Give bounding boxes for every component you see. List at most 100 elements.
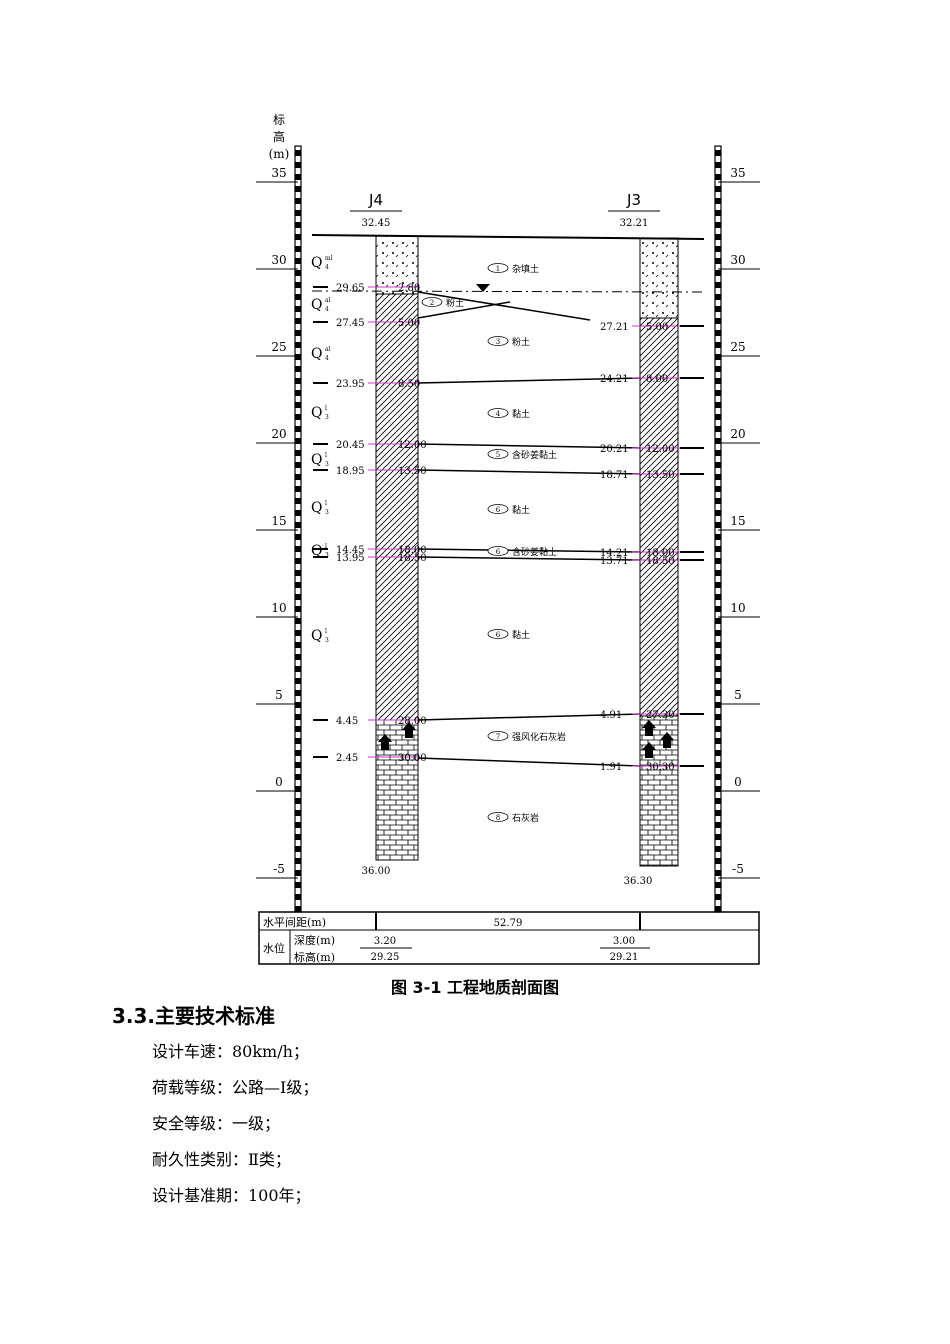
tick-label: 10 [271, 601, 286, 615]
tick-label: 35 [730, 166, 745, 180]
elevation-label: 20.21 [600, 444, 629, 455]
scale-bar-block [715, 750, 721, 756]
scale-bar-block [715, 486, 721, 492]
scale-bar-block [295, 594, 301, 600]
row-label-distance: 水平间距(m) [263, 916, 326, 929]
layer-number: 6 [496, 548, 501, 556]
scale-bar-block [295, 438, 301, 444]
elevation-label: 18.95 [336, 466, 365, 477]
scale-bar-block [715, 834, 721, 840]
standard-item: 设计基准期：100年； [152, 1186, 311, 1205]
depth-label: 13.50 [646, 470, 675, 481]
scale-bar-block [295, 534, 301, 540]
scale-bar-block [715, 642, 721, 648]
scale-bar-block [295, 774, 301, 780]
scale-bar-block [715, 606, 721, 612]
scale-bar-block [295, 498, 301, 504]
scale-bar-block [715, 498, 721, 504]
scale-bar-block [715, 870, 721, 876]
scale-bar-block [715, 774, 721, 780]
scale-bar-block [295, 330, 301, 336]
scale-bar-block [715, 858, 721, 864]
scale-bar-block [295, 462, 301, 468]
scale-bar-block [295, 282, 301, 288]
depth-label: 13.50 [398, 466, 427, 477]
layer-number: 5 [496, 451, 500, 459]
age-superscript: al [325, 297, 331, 304]
depth-label: 2.80 [398, 283, 420, 294]
scale-bar-block [295, 582, 301, 588]
scale-bar-block [715, 534, 721, 540]
scale-bar-block [295, 162, 301, 168]
tick-label: 20 [271, 427, 286, 441]
scale-bar-block [715, 522, 721, 528]
j3-water-depth: 3.00 [613, 936, 635, 947]
depth-label: 27.30 [646, 710, 675, 721]
scale-bar-block [715, 390, 721, 396]
layer-number: 6 [496, 631, 501, 639]
scale-bar-block [715, 666, 721, 672]
age-symbol: Q [311, 500, 322, 516]
scale-bar-block [295, 246, 301, 252]
scale-bar-block [715, 282, 721, 288]
depth-label: 30.30 [646, 762, 675, 773]
scale-bar-block [715, 270, 721, 276]
layer-number-circle [487, 449, 509, 459]
scale-bar-block [295, 270, 301, 276]
tick-label: -5 [732, 862, 744, 876]
layer-number-circle [421, 297, 443, 307]
elevation-label: 13.71 [600, 556, 629, 567]
left-elevation-scale [294, 145, 302, 913]
scale-bar-block [715, 306, 721, 312]
age-symbol: Q [311, 297, 322, 313]
scale-bar-block [715, 258, 721, 264]
age-superscript: l [325, 543, 327, 550]
scale-bar-block [715, 174, 721, 180]
elevation-label: 27.45 [336, 318, 365, 329]
scale-bar-block [715, 426, 721, 432]
axis-title-char: 高 [273, 129, 285, 144]
depth-label: 18.50 [398, 553, 427, 564]
elevation-label: 27.21 [600, 322, 629, 333]
tick-label: 30 [271, 253, 286, 267]
layer-number: 4 [496, 410, 501, 418]
scale-bar-block [295, 450, 301, 456]
depth-label-header: 深度(m) [294, 933, 335, 947]
scale-bar-block [715, 582, 721, 588]
scale-bar-block [295, 318, 301, 324]
scale-bar-block [715, 714, 721, 720]
elevation-label: 23.95 [336, 379, 365, 390]
layer-number: 8 [496, 814, 500, 822]
scale-bar-block [295, 402, 301, 408]
tick-label: -5 [273, 862, 285, 876]
scale-bar-block [295, 474, 301, 480]
age-subscript: 4 [325, 306, 329, 313]
tick-label: 0 [734, 775, 742, 789]
scale-bar-block [295, 222, 301, 228]
water-table-line [311, 290, 705, 293]
layer-name: 强风化石灰岩 [512, 731, 566, 743]
tick-label: 15 [271, 514, 286, 528]
right-elevation-scale [714, 145, 722, 913]
tick-label: 30 [730, 253, 745, 267]
scale-bar-block [715, 462, 721, 468]
layer-name: 含砂姜黏土 [512, 546, 557, 558]
layer-number: 1 [496, 265, 500, 273]
scale-bar-block [715, 762, 721, 768]
scale-bar-block [715, 318, 721, 324]
tick-label: 15 [730, 514, 745, 528]
layer-number: 2 [430, 299, 434, 307]
scale-bar-block [295, 798, 301, 804]
table-text: 水平间距(m)52.79水位深度(m)标高(m)3.2029.253.0029.… [263, 916, 638, 964]
depth-label: 8.50 [398, 379, 420, 390]
scale-bar-block [295, 762, 301, 768]
scale-bar-block [715, 702, 721, 708]
axis-title: 标高(m) [269, 113, 290, 161]
scale-bar-block [295, 426, 301, 432]
standard-item: 设计车速：80km/h； [152, 1042, 309, 1061]
borehole-name: J4 [368, 191, 383, 209]
scale-bar-block [295, 738, 301, 744]
